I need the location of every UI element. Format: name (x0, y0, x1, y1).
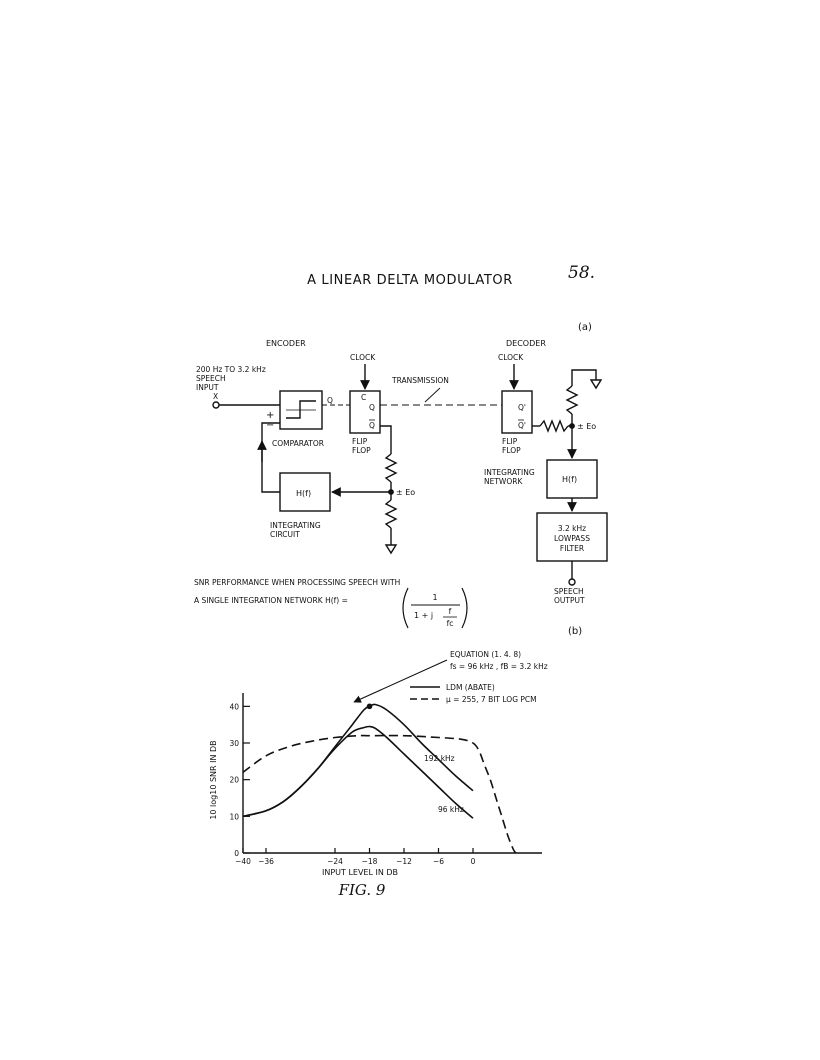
decoder-ff-qbar: Q' (518, 421, 526, 430)
curve-label-96khz: 96 kHz (438, 805, 464, 814)
x-tick-label: −36 (258, 857, 274, 866)
formula-fc: fc (447, 619, 454, 628)
input-label-1: 200 Hz TO 3.2 kHz (196, 365, 266, 374)
equation-marker-point (366, 703, 373, 710)
input-terminal (212, 401, 220, 409)
encoder-ff-label-1: FLIP (352, 437, 368, 446)
x-tick-label: −18 (362, 857, 378, 866)
comparator-q: Q (327, 396, 333, 405)
equation-params: fs = 96 kHz , fB = 3.2 kHz (450, 662, 548, 671)
speech-output-label-1: SPEECH (554, 587, 584, 596)
lpf-label-1: 3.2 kHz (558, 524, 586, 533)
transmission-label: TRANSMISSION (391, 376, 449, 385)
comparator-plus: + (266, 410, 274, 421)
chart-y-axis-label: 10 log10 SNR IN DB (209, 740, 218, 819)
lpf-label-2: LOWPASS (554, 534, 590, 543)
encoder-title: ENCODER (266, 339, 306, 348)
x-tick-label: −12 (396, 857, 412, 866)
block-diagram-a: (a) ENCODER DECODER 200 Hz TO 3.2 kHz SP… (196, 322, 608, 605)
page-title: A LINEAR DELTA MODULATOR (307, 273, 513, 288)
encoder-resistor-top (384, 453, 398, 483)
formula-f: f (449, 607, 452, 616)
decoder-ff-q: Q' (518, 403, 526, 412)
decoder-hf-label: H(f) (562, 475, 577, 484)
x-tick-label: −24 (327, 857, 343, 866)
x-tick-label: −40 (235, 857, 251, 866)
y-tick-label: 30 (229, 739, 239, 748)
equation-pointer-arrow (353, 659, 448, 703)
x-tick-label: 0 (471, 857, 476, 866)
clock-decoder-label: CLOCK (498, 353, 524, 362)
decoder-ground-symbol (589, 379, 603, 390)
decoder-eo-label: ± Eo (577, 422, 596, 431)
equation-label: EQUATION (1. 4. 8) (450, 650, 521, 659)
y-tick-label: 20 (229, 776, 239, 785)
encoder-eo-label: ± Eo (396, 488, 415, 497)
formula-right-paren (461, 587, 468, 629)
formula-left-paren (402, 587, 409, 629)
input-label-3: INPUT (196, 383, 219, 392)
integrating-network-label-2: NETWORK (484, 477, 523, 486)
formula-denominator: 1 + j (414, 611, 433, 620)
encoder-ff-qbar: Q (369, 421, 375, 430)
integrating-circuit-label-1: INTEGRATING (270, 521, 321, 530)
decoder-resistor-vertical (565, 385, 579, 415)
integrating-circuit-label-2: CIRCUIT (270, 530, 300, 539)
encoder-ff-label-2: FLOP (352, 446, 371, 455)
legend-ldm-label: LDM (ABATE) (446, 683, 495, 692)
encoder-ff-q: Q (369, 403, 375, 412)
output-terminal (568, 578, 576, 586)
clock-encoder-label: CLOCK (350, 353, 376, 362)
chart-axes (242, 693, 542, 854)
comparator-label: COMPARATOR (272, 439, 324, 448)
input-x-label: X (213, 392, 218, 401)
series-line-1 (242, 725, 474, 819)
comparator-box (279, 390, 323, 430)
series-line-2 (242, 734, 517, 854)
x-tick-label: −6 (433, 857, 444, 866)
y-tick-label: 40 (229, 702, 239, 711)
encoder-flipflop-box (349, 390, 381, 434)
caption-b: SNR PERFORMANCE WHEN PROCESSING SPEECH W… (194, 578, 582, 637)
decoder-flipflop-box (501, 390, 533, 434)
formula-numerator: 1 (432, 593, 437, 602)
y-tick-label: 0 (234, 849, 239, 858)
y-tick-label: 10 (229, 812, 239, 821)
snr-chart: −40 −36 −24 −18 −12 −6 0 0 10 20 30 40 INPUT LEVEL … (209, 650, 548, 877)
integrating-network-label-1: INTEGRATING (484, 468, 535, 477)
comparator-minus: − (266, 420, 274, 431)
diagram-b-label: (b) (568, 626, 582, 637)
page-number: 58. (568, 263, 595, 283)
curve-label-192khz: 192 kHz (424, 754, 455, 763)
chart-series (242, 703, 517, 854)
input-label-2: SPEECH (196, 374, 226, 383)
chart-x-axis-label: INPUT LEVEL IN DB (322, 868, 398, 877)
encoder-ground-symbol (384, 544, 398, 555)
chart-ticks: −40 −36 −24 −18 −12 −6 0 0 10 20 30 40 (229, 702, 475, 866)
figure-label: FIG. 9 (338, 881, 386, 899)
lpf-label-3: FILTER (560, 544, 584, 553)
encoder-resistor-bottom (384, 499, 398, 529)
encoder-ff-c: C (361, 393, 366, 402)
decoder-resistor-horizontal (539, 419, 569, 433)
encoder-hf-label: H(f) (296, 489, 311, 498)
legend-pcm-label: μ = 255, 7 BIT LOG PCM (446, 695, 537, 704)
decoder-ff-label-1: FLIP (502, 437, 518, 446)
comparator-symbol (286, 400, 316, 419)
decoder-ff-label-2: FLOP (502, 446, 521, 455)
speech-output-label-2: OUTPUT (554, 596, 585, 605)
caption-line-2: A SINGLE INTEGRATION NETWORK H(f) = (194, 596, 348, 605)
caption-line-1: SNR PERFORMANCE WHEN PROCESSING SPEECH W… (194, 578, 400, 587)
decoder-title: DECODER (506, 339, 546, 348)
diagram-a-label: (a) (578, 322, 592, 333)
